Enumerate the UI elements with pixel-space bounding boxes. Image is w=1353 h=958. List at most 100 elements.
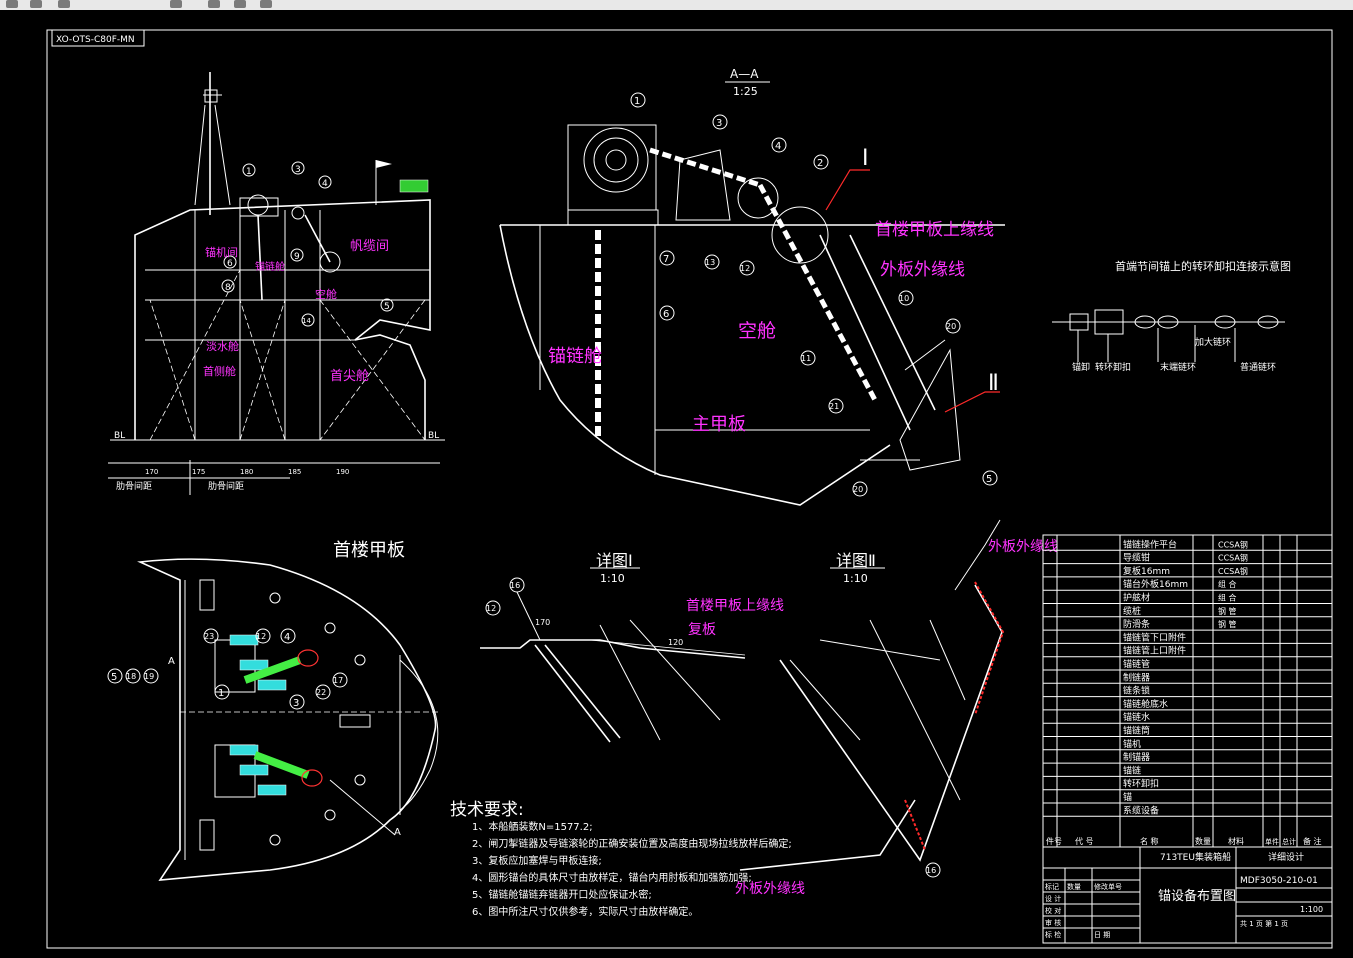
toolbar-tool-icon[interactable] bbox=[30, 0, 42, 8]
svg-text:详图Ⅰ: 详图Ⅰ bbox=[596, 551, 633, 570]
bom-item-name: 锚 bbox=[1123, 791, 1132, 803]
bom-item-name: 制锚器 bbox=[1123, 751, 1150, 763]
svg-text:8: 8 bbox=[225, 283, 231, 293]
svg-text:5: 5 bbox=[384, 302, 390, 312]
svg-text:180: 180 bbox=[240, 468, 253, 476]
bom-item-material: 组 合 bbox=[1218, 593, 1237, 603]
bom-item-name: 护舷材 bbox=[1123, 592, 1150, 604]
svg-text:锚设备布置图: 锚设备布置图 bbox=[1158, 888, 1236, 904]
svg-text:20: 20 bbox=[853, 485, 863, 494]
svg-text:120: 120 bbox=[668, 638, 683, 647]
bom-item-material: CCSA钢 bbox=[1218, 553, 1248, 563]
bom-item-material: 钢 管 bbox=[1218, 619, 1237, 629]
svg-text:11: 11 bbox=[801, 354, 811, 363]
svg-text:转环卸扣: 转环卸扣 bbox=[1095, 361, 1131, 373]
svg-text:3: 3 bbox=[295, 165, 301, 175]
svg-text:170: 170 bbox=[145, 468, 158, 476]
toolbar-tool-icon[interactable] bbox=[170, 0, 182, 8]
toolbar-tool-icon[interactable] bbox=[58, 0, 70, 8]
svg-text:设 计: 设 计 bbox=[1045, 894, 1061, 903]
swivel-connection-diagram: 首端节间锚上的转环卸扣连接示意图 锚卸 转环卸扣 末端链环 加大链环 普通链环 bbox=[1052, 259, 1291, 373]
svg-text:空舱: 空舱 bbox=[738, 320, 776, 342]
toolbar-tool-icon[interactable] bbox=[260, 0, 272, 8]
toolbar-tool-icon[interactable] bbox=[234, 0, 246, 8]
svg-text:BL: BL bbox=[428, 431, 439, 441]
svg-text:5: 5 bbox=[111, 672, 117, 683]
bom-item-name: 防滑条 bbox=[1123, 618, 1150, 630]
bom-item-name: 锚链操作平台 bbox=[1123, 538, 1177, 550]
svg-text:175: 175 bbox=[192, 468, 205, 476]
bom-item-name: 锚链管上口附件 bbox=[1123, 645, 1186, 657]
svg-text:锚机间: 锚机间 bbox=[205, 245, 238, 259]
svg-text:名 称: 名 称 bbox=[1140, 836, 1159, 846]
svg-text:7: 7 bbox=[663, 254, 669, 265]
stamp-box bbox=[51, 29, 145, 47]
svg-text:锚链舱: 锚链舱 bbox=[548, 346, 602, 367]
svg-text:锚链舱: 锚链舱 bbox=[255, 260, 285, 273]
bom-item-name: 转环卸扣 bbox=[1123, 778, 1159, 790]
svg-text:首端节间锚上的转环卸扣连接示意图: 首端节间锚上的转环卸扣连接示意图 bbox=[1115, 259, 1291, 273]
svg-text:23: 23 bbox=[204, 632, 214, 641]
svg-text:6: 6 bbox=[663, 309, 669, 320]
bom-item-name: 缆桩 bbox=[1123, 605, 1141, 617]
svg-text:首侧舱: 首侧舱 bbox=[203, 364, 236, 378]
svg-text:修改单号: 修改单号 bbox=[1094, 882, 1122, 891]
svg-text:标记: 标记 bbox=[1045, 882, 1059, 891]
svg-text:3、复板应加塞焊与甲板连接;: 3、复板应加塞焊与甲板连接; bbox=[472, 854, 602, 867]
svg-text:190: 190 bbox=[336, 468, 349, 476]
svg-text:单件: 单件 bbox=[1265, 837, 1279, 846]
svg-text:肋骨间距: 肋骨间距 bbox=[208, 480, 244, 492]
technical-requirements: 技术要求: 1、本船舾装数N=1577.2; 2、闸刀掣链器及导链滚轮的正确安装… bbox=[450, 800, 792, 918]
stamp-text: XO-OTS-C80F-MN bbox=[56, 35, 135, 45]
bom-item-name: 系缆设备 bbox=[1123, 804, 1159, 816]
svg-text:代 号: 代 号 bbox=[1075, 836, 1094, 846]
svg-text:Ⅱ: Ⅱ bbox=[988, 371, 999, 396]
svg-text:普通链环: 普通链环 bbox=[1240, 361, 1276, 373]
svg-text:数量: 数量 bbox=[1067, 882, 1081, 891]
side-profile-view: 1 3 4 6 8 9 14 5 锚机间 帆缆间 空舱 锚链舱 首尖舱 淡水舱 … bbox=[108, 72, 445, 495]
svg-text:加大链环: 加大链环 bbox=[1195, 336, 1231, 348]
bom-item-material: CCSA钢 bbox=[1218, 566, 1248, 576]
anchor-chain bbox=[595, 147, 878, 440]
svg-text:20: 20 bbox=[946, 322, 956, 331]
svg-text:16: 16 bbox=[510, 581, 520, 590]
svg-text:12: 12 bbox=[740, 264, 750, 273]
svg-text:4: 4 bbox=[284, 632, 290, 643]
section-a-a-view: A—A 1:25 1 3 4 2 7 bbox=[499, 67, 1005, 506]
svg-text:1:25: 1:25 bbox=[733, 85, 758, 98]
svg-text:1: 1 bbox=[634, 96, 640, 107]
toolbar-tool-icon[interactable] bbox=[208, 0, 220, 8]
bom-item-name: 锚台外板16mm bbox=[1123, 578, 1188, 590]
bom-item-name: 链条锁 bbox=[1123, 685, 1150, 697]
svg-text:首楼甲板上缘线: 首楼甲板上缘线 bbox=[875, 220, 994, 240]
bom-item-material: 钢 管 bbox=[1218, 606, 1237, 616]
svg-text:12: 12 bbox=[256, 632, 266, 641]
svg-text:6、图中所注尺寸仅供参考，实际尺寸由放样确定。: 6、图中所注尺寸仅供参考，实际尺寸由放样确定。 bbox=[472, 905, 698, 918]
bom-item-name: 锚机 bbox=[1123, 738, 1141, 750]
svg-text:外板外缘线: 外板外缘线 bbox=[880, 260, 965, 280]
svg-text:21: 21 bbox=[829, 402, 839, 411]
svg-text:共 1 页 第 1 页: 共 1 页 第 1 页 bbox=[1240, 919, 1288, 928]
svg-text:外板外缘线: 外板外缘线 bbox=[735, 881, 805, 897]
bom-item-name: 复板16mm bbox=[1123, 565, 1170, 577]
svg-text:5、锚链舱锚链弃链器开口处应保证水密;: 5、锚链舱锚链弃链器开口处应保证水密; bbox=[472, 888, 652, 901]
svg-text:713TEU集装箱船: 713TEU集装箱船 bbox=[1160, 851, 1231, 863]
svg-text:详细设计: 详细设计 bbox=[1268, 851, 1304, 863]
svg-text:170: 170 bbox=[535, 618, 550, 627]
bom-item-name: 导缆钳 bbox=[1123, 552, 1150, 564]
svg-text:帆缆间: 帆缆间 bbox=[350, 238, 389, 254]
svg-text:2、闸刀掣链器及导链滚轮的正确安装位置及高度由现场拉线放样后: 2、闸刀掣链器及导链滚轮的正确安装位置及高度由现场拉线放样后确定; bbox=[472, 837, 792, 850]
svg-text:复板: 复板 bbox=[688, 621, 716, 638]
toolbar-tool-icon[interactable] bbox=[6, 0, 18, 8]
svg-text:首楼甲板上缘线: 首楼甲板上缘线 bbox=[686, 598, 784, 614]
svg-text:13: 13 bbox=[705, 258, 715, 267]
bom-item-name: 制链器 bbox=[1123, 671, 1150, 683]
svg-text:22: 22 bbox=[316, 688, 326, 697]
svg-text:淡水舱: 淡水舱 bbox=[206, 339, 239, 353]
svg-text:校 对: 校 对 bbox=[1045, 906, 1061, 915]
svg-text:12: 12 bbox=[486, 604, 496, 613]
svg-text:1: 1 bbox=[246, 167, 252, 177]
svg-text:185: 185 bbox=[288, 468, 301, 476]
